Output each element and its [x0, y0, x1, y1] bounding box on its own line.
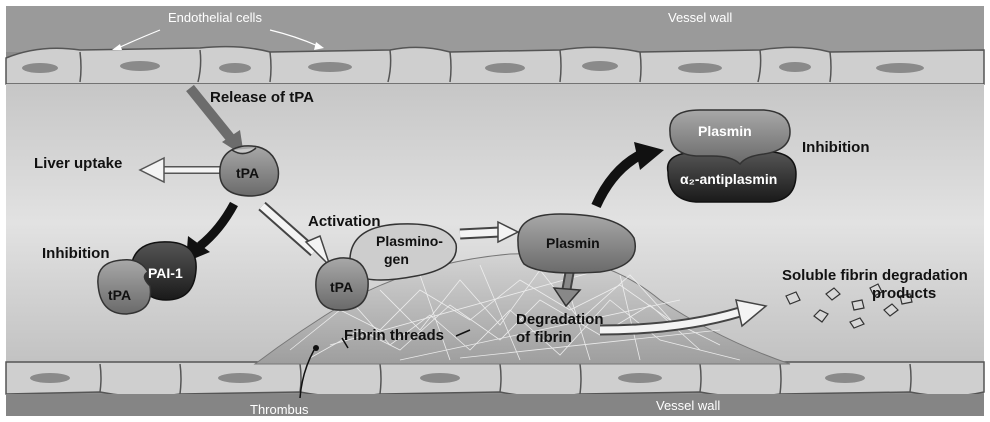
tpa-inhibited-label: tPA [108, 287, 131, 303]
products-label: products [872, 285, 936, 302]
release-of-tpa-label: Release of tPA [210, 89, 314, 106]
top-endothelial-cells [6, 47, 984, 84]
plasminogen-label-2: gen [384, 251, 409, 267]
top-vessel-wall [6, 6, 984, 52]
plasmin-center-label: Plasmin [546, 235, 600, 251]
soluble-products-label: Soluble fibrin degradation [782, 267, 968, 284]
tpa-free-label: tPA [236, 165, 259, 181]
bottom-vessel-wall [6, 394, 984, 416]
degradation-label: Degradation [516, 311, 604, 328]
of-fibrin-label: of fibrin [516, 329, 572, 346]
pai1-label: PAI-1 [148, 265, 183, 281]
activation-label: Activation [308, 213, 381, 230]
antiplasmin-label: α₂-antiplasmin [680, 171, 777, 187]
bottom-endothelial-cells [6, 362, 984, 397]
vessel-wall-top-label: Vessel wall [668, 10, 732, 25]
inhibition-left-label: Inhibition [42, 245, 109, 262]
vessel-wall-bottom-label: Vessel wall [656, 398, 720, 413]
plasmin-top-label: Plasmin [698, 123, 752, 139]
endothelial-cells-label: Endothelial cells [168, 10, 262, 25]
inhibition-right-label: Inhibition [802, 139, 869, 156]
liver-uptake-label: Liver uptake [34, 155, 122, 172]
fibrin-threads-label: Fibrin threads [344, 327, 444, 344]
plasminogen-label-1: Plasmino- [376, 233, 443, 249]
tpa-bound-label: tPA [330, 279, 353, 295]
thrombus-label: Thrombus [250, 402, 309, 417]
thrombus-pointer-dot [313, 345, 319, 351]
